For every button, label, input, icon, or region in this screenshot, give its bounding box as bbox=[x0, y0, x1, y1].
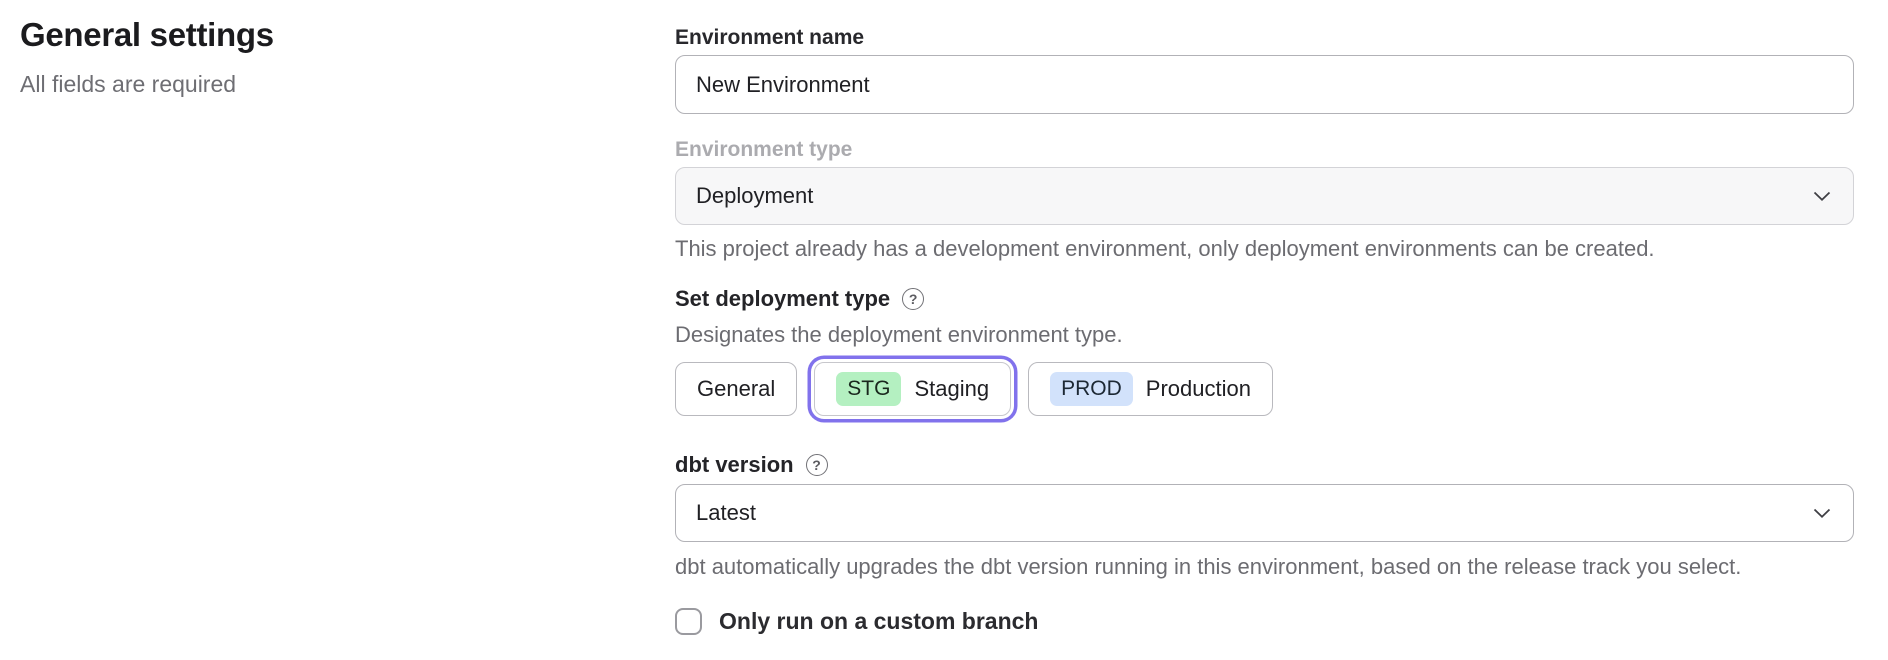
environment-type-select: Deployment bbox=[675, 167, 1854, 225]
deployment-type-production-button[interactable]: PROD Production bbox=[1028, 362, 1273, 416]
deployment-type-general-button[interactable]: General bbox=[675, 362, 798, 416]
deployment-type-helper: Designates the deployment environment ty… bbox=[675, 322, 1123, 347]
deployment-type-production-label: Production bbox=[1145, 376, 1251, 401]
dbt-version-helper: dbt automatically upgrades the dbt versi… bbox=[675, 554, 1742, 579]
production-badge: PROD bbox=[1050, 372, 1133, 406]
environment-type-helper: This project already has a development e… bbox=[675, 236, 1655, 261]
custom-branch-checkbox[interactable] bbox=[675, 608, 702, 635]
environment-type-label: Environment type bbox=[675, 138, 853, 161]
deployment-type-label-row: Set deployment type ? bbox=[675, 284, 1854, 314]
deployment-type-staging-label: Staging bbox=[914, 376, 990, 401]
page-title: General settings bbox=[20, 16, 274, 53]
environment-name-input[interactable] bbox=[675, 55, 1854, 114]
staging-badge: STG bbox=[836, 372, 902, 406]
custom-branch-row: Only run on a custom branch bbox=[675, 608, 1854, 635]
dbt-version-select[interactable]: Latest bbox=[675, 484, 1854, 542]
custom-branch-label: Only run on a custom branch bbox=[719, 608, 1039, 634]
settings-form: Environment name Environment type Deploy… bbox=[675, 0, 1854, 635]
dbt-version-label: dbt version bbox=[675, 452, 794, 477]
help-icon[interactable]: ? bbox=[805, 454, 828, 476]
environment-name-label: Environment name bbox=[675, 26, 865, 49]
dbt-version-label-row: dbt version ? bbox=[675, 450, 1854, 480]
environment-type-value: Deployment bbox=[696, 183, 814, 208]
page-subtitle: All fields are required bbox=[20, 71, 237, 97]
settings-header: General settings All fields are required bbox=[20, 12, 274, 100]
chevron-down-icon bbox=[1813, 191, 1831, 202]
deployment-type-label: Set deployment type bbox=[675, 286, 891, 311]
help-icon[interactable]: ? bbox=[902, 288, 925, 310]
chevron-down-icon bbox=[1813, 508, 1831, 519]
deployment-type-general-label: General bbox=[697, 376, 776, 401]
deployment-type-options: General STG Staging PROD Production bbox=[675, 358, 1854, 420]
dbt-version-value: Latest bbox=[696, 500, 756, 525]
deployment-type-staging-button[interactable]: STG Staging bbox=[814, 362, 1012, 416]
